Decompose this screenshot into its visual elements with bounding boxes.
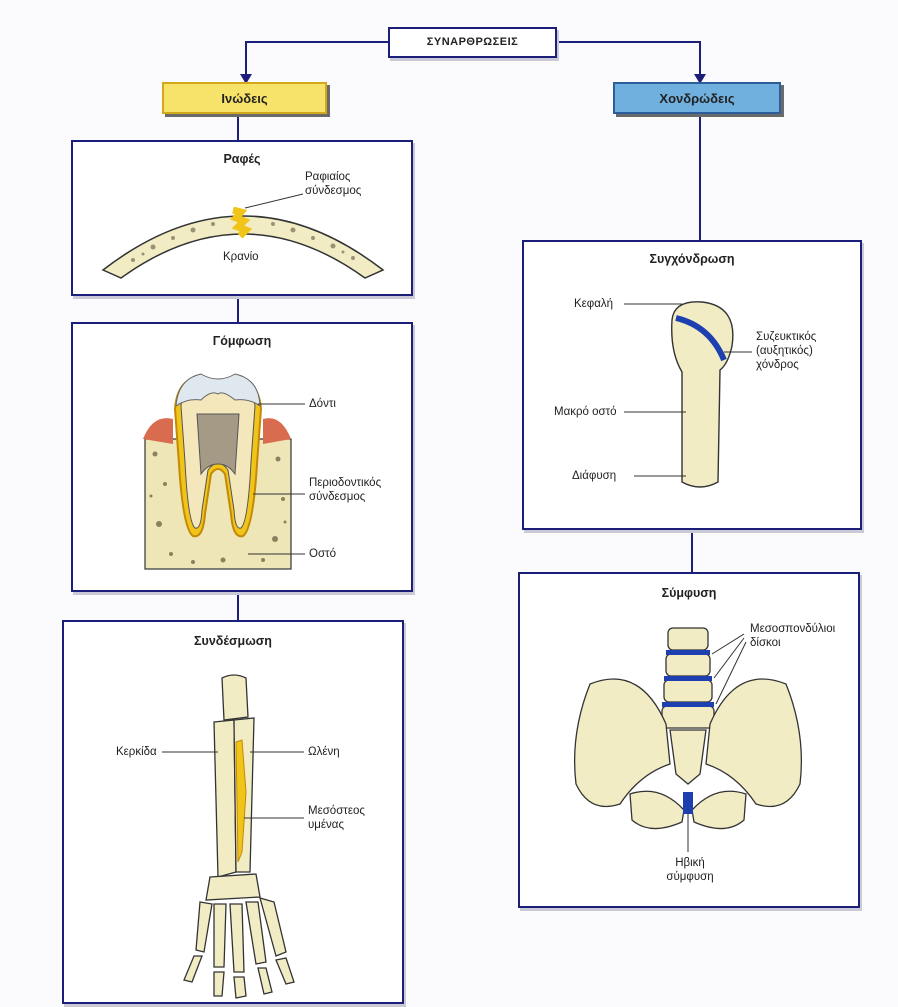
label-head: Κεφαλή <box>574 297 613 311</box>
label-diaphysis: Διάφυση <box>572 469 616 483</box>
panel-sygxondrosi: Συγχόνδρωση Κεφαλή Συζευκτικός (αυξητικό… <box>522 240 862 530</box>
label-tooth: Δόντι <box>309 397 336 411</box>
label-intervertebral-discs: Μεσοσπονδύλιοι δίσκοι <box>750 622 860 650</box>
panel-syndesmosi: Συνδέσμωση Κερκίδα Ωλένη Μεσόστεος υμένα… <box>62 620 404 1004</box>
skull-suture-illustration <box>73 142 411 294</box>
panel-gomfosi: Γόμφωση Δόντι Περιοδοντικός σύνδεσμος Οσ… <box>71 322 413 592</box>
label-ulna: Ωλένη <box>308 745 340 759</box>
fibrous-header: Ινώδεις <box>162 82 327 114</box>
label-sutural-ligament: Ραφιαίος σύνδεσμος <box>305 170 395 198</box>
panel-rafes: Ραφές Ραφιαίος σύνδεσμος Κρανίο <box>71 140 413 296</box>
tooth-illustration <box>73 324 411 590</box>
label-bone: Οστό <box>309 547 336 561</box>
cartilaginous-header-label: Χονδρώδεις <box>659 91 734 106</box>
label-epiphyseal-cartilage: Συζευκτικός (αυξητικός) χόνδρος <box>756 330 846 372</box>
long-bone-illustration <box>524 242 860 528</box>
label-long-bone: Μακρό οστό <box>554 405 617 419</box>
label-interosseous-membrane: Μεσόστεος υμένας <box>308 804 388 832</box>
label-periodontal-ligament: Περιοδοντικός σύνδεσμος <box>309 476 409 504</box>
panel-symfysi: Σύμφυση Μεσοσπονδύλιοι δίσκοι Ηβική σύμφ… <box>518 572 860 908</box>
fibrous-header-label: Ινώδεις <box>221 91 267 106</box>
root-box: ΣΥΝΑΡΘΡΩΣΕΙΣ <box>388 27 557 58</box>
label-skull: Κρανίο <box>223 250 259 264</box>
label-pubic-symphysis: Ηβική σύμφυση <box>660 856 720 884</box>
root-title: ΣΥΝΑΡΘΡΩΣΕΙΣ <box>390 29 555 56</box>
label-radius: Κερκίδα <box>116 745 157 759</box>
cartilaginous-header: Χονδρώδεις <box>613 82 781 114</box>
